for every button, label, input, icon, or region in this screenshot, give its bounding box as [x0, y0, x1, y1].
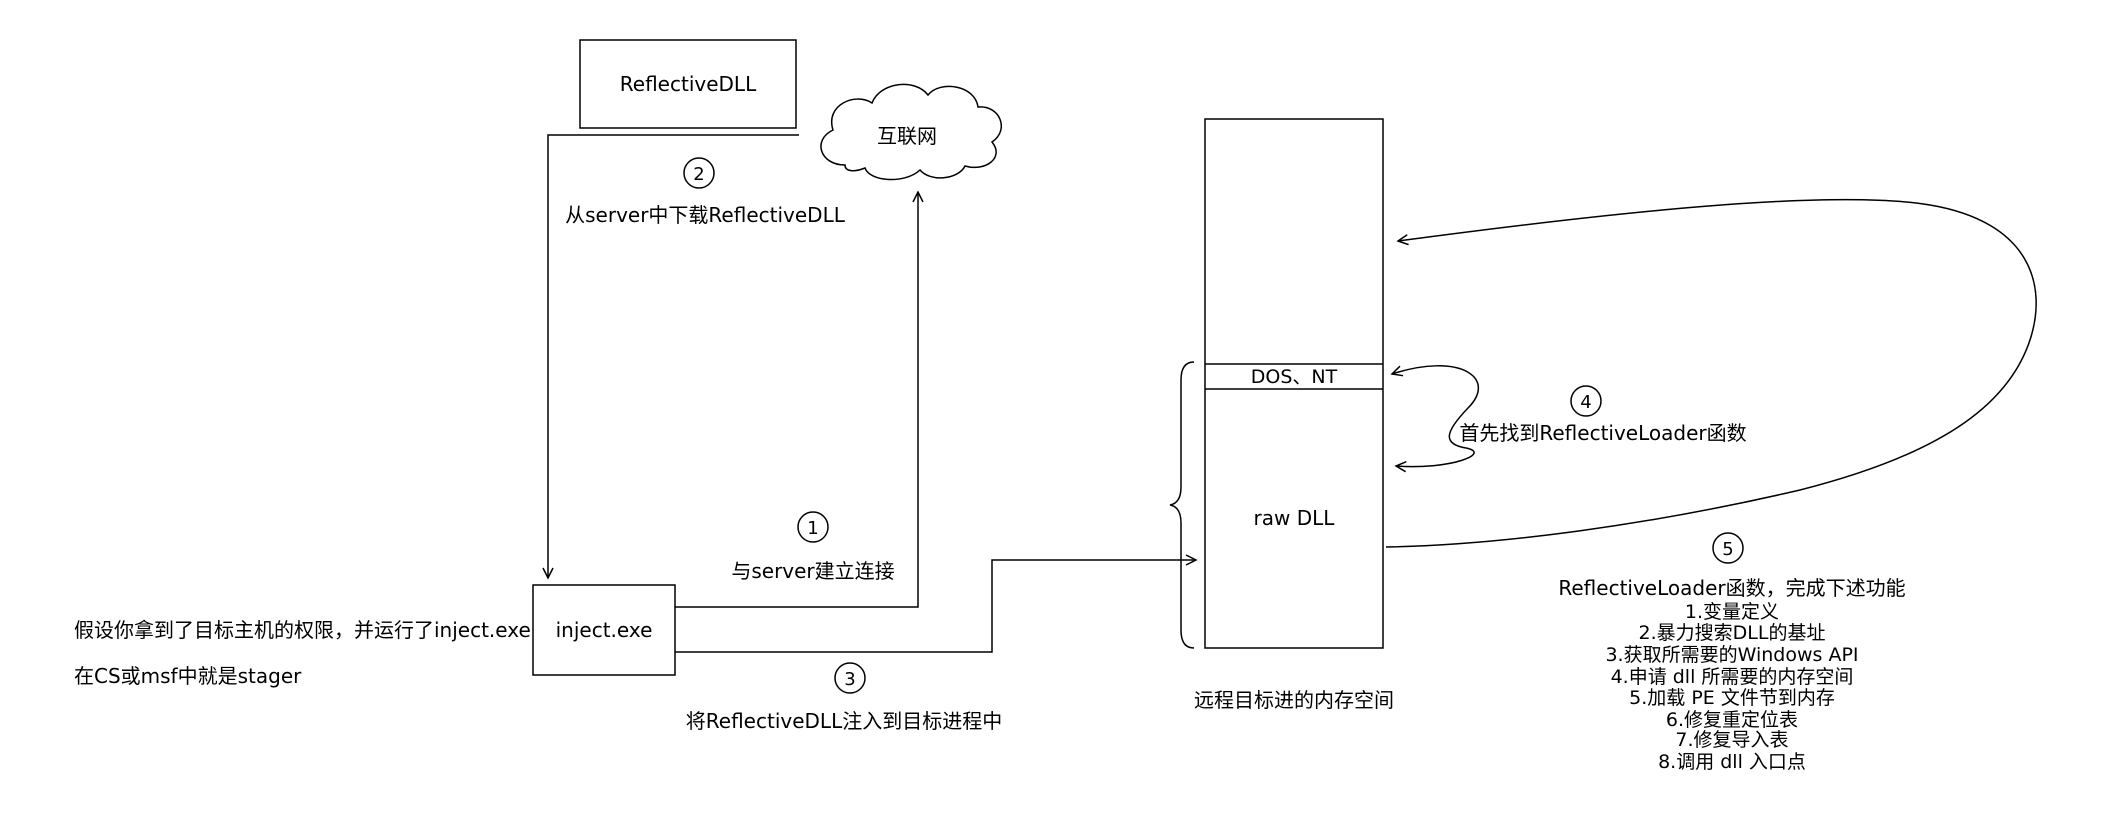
loader-item-3: 3.获取所需要的Windows API: [1605, 644, 1858, 666]
step-4-badge: [1570, 385, 1602, 417]
step-2-badge: [683, 157, 715, 189]
step-1-number: 1: [807, 518, 818, 539]
find-loader-arrow: [1390, 365, 1480, 473]
step-4-number: 4: [1580, 392, 1591, 413]
loader-copy-arrow: [1385, 198, 2037, 548]
note-line-1: 假设你拿到了目标主机的权限，并运行了inject.exe: [74, 618, 531, 642]
step-5-badge: [1712, 532, 1744, 564]
step-4-label: 首先找到ReflectiveLoader函数: [1459, 421, 1746, 445]
reflective-dll-node: [579, 39, 797, 129]
loader-item-7: 7.修复导入表: [1675, 729, 1788, 751]
raw-dll-label: raw DLL: [1254, 506, 1336, 530]
loader-item-5: 5.加载 PE 文件节到内存: [1629, 687, 1835, 709]
step-3-number: 3: [844, 669, 855, 690]
memory-region: [1204, 118, 1384, 649]
step-2-label: 从server中下载ReflectiveDLL: [565, 203, 846, 227]
step-3-label: 将ReflectiveDLL注入到目标进程中: [686, 709, 1002, 733]
internet-cloud: [820, 83, 1003, 181]
loader-item-8: 8.调用 dll 入口点: [1658, 751, 1806, 773]
inject-exe-label: inject.exe: [556, 618, 653, 642]
dos-nt-label: DOS、NT: [1251, 366, 1338, 388]
memory-label: 远程目标进的内存空间: [1194, 688, 1394, 712]
step-1-badge: [797, 511, 829, 543]
step-5-number: 5: [1722, 539, 1733, 560]
inject-arrow: [675, 554, 1198, 653]
inject-exe-node: [532, 584, 676, 676]
loader-item-4: 4.申请 dll 所需要的内存空间: [1611, 666, 1854, 688]
step-1-label: 与server建立连接: [731, 559, 894, 583]
loader-title: ReflectiveLoader函数，完成下述功能: [1558, 576, 1905, 600]
step-3-badge: [834, 662, 866, 694]
note-line-2: 在CS或msf中就是stager: [74, 664, 302, 688]
connect-arrow: [675, 190, 924, 608]
loader-item-2: 2.暴力搜索DLL的基址: [1639, 622, 1826, 644]
loader-item-6: 6.修复重定位表: [1666, 709, 1798, 731]
loader-item-1: 1.变量定义: [1685, 601, 1779, 623]
internet-label: 互联网: [877, 124, 937, 148]
reflective-dll-label: ReflectiveDLL: [620, 72, 757, 96]
memory-brace: [1169, 361, 1195, 649]
step-2-number: 2: [693, 164, 704, 185]
download-arrow: [542, 134, 799, 580]
